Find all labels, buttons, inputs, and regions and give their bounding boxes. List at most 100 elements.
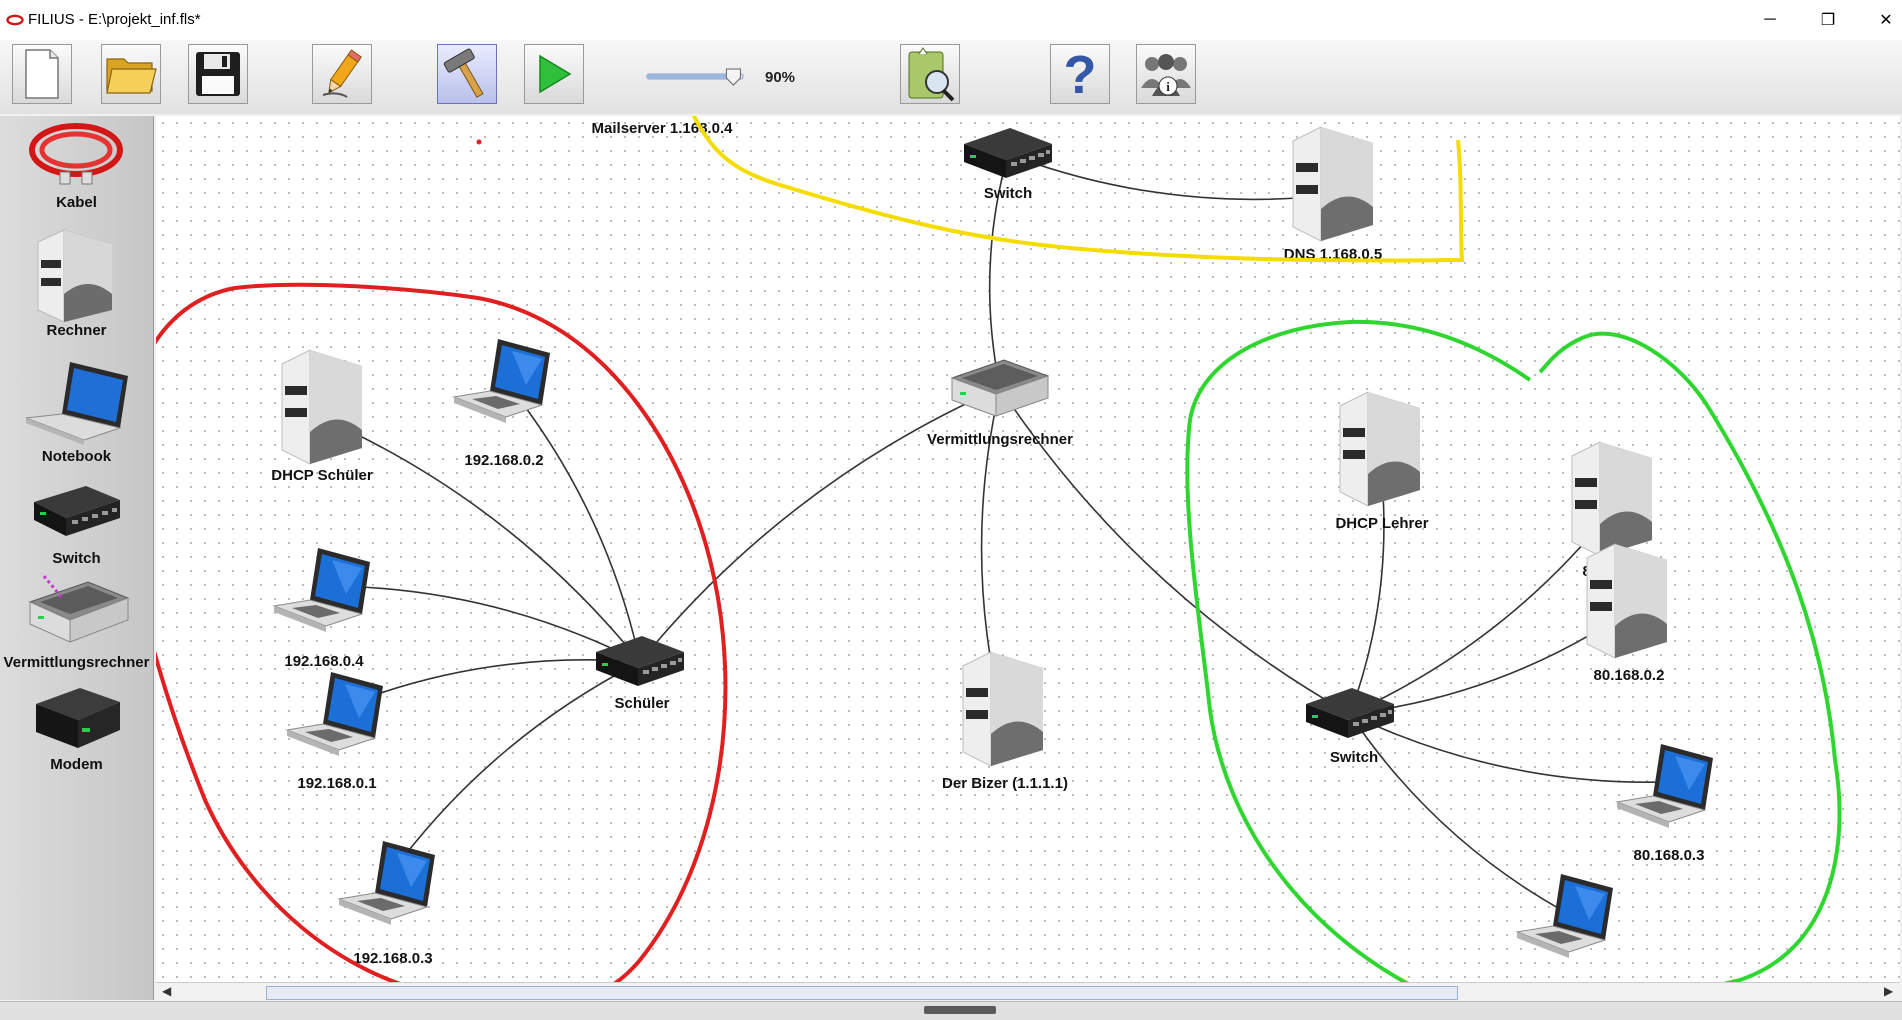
wizard-icon bbox=[908, 47, 955, 102]
palette-item-modem[interactable]: Modem bbox=[0, 678, 153, 778]
device-nb-unlabeled[interactable] bbox=[1516, 873, 1614, 959]
palette-label-vermittlungsrechner: Vermittlungsrechner bbox=[3, 654, 150, 671]
device-dhcp-lehrer[interactable]: DHCP Lehrer bbox=[1335, 391, 1429, 532]
laptop-icon bbox=[453, 338, 551, 424]
device-switch-top[interactable]: Switch bbox=[964, 128, 1052, 202]
cable-switch-schueler-nb-0-1[interactable] bbox=[334, 659, 641, 711]
scroll-right-icon[interactable]: ▶ bbox=[1884, 984, 1894, 998]
restore-button[interactable]: ❐ bbox=[1820, 12, 1836, 29]
zoom-slider[interactable] bbox=[646, 68, 748, 86]
switch-icon bbox=[964, 128, 1052, 178]
construction-mode-button[interactable] bbox=[437, 44, 497, 104]
device-bizer[interactable]: Der Bizer (1.1.1.1) bbox=[942, 651, 1068, 792]
device-label: Switch bbox=[984, 185, 1032, 202]
server-icon bbox=[37, 229, 112, 323]
status-bar bbox=[0, 1001, 1902, 1020]
device-label: Switch bbox=[1330, 749, 1378, 766]
component-palette: Kabel Rechner Notebook Switch bbox=[0, 116, 154, 1000]
red-annotation-circle bbox=[156, 282, 728, 982]
scroll-left-icon[interactable]: ◀ bbox=[162, 984, 172, 998]
device-switch-lehrer[interactable]: Switch bbox=[1306, 688, 1394, 766]
cable-router-switch-schueler[interactable] bbox=[639, 387, 1001, 663]
cable-layer bbox=[321, 153, 1666, 913]
device-nb-0-3[interactable]: 192.168.0.3 bbox=[338, 840, 436, 967]
cable-switch-top-dns[interactable] bbox=[1007, 153, 1334, 201]
device-srv-80-2[interactable]: 80.168.0.2 bbox=[1586, 543, 1668, 684]
blank-page-icon bbox=[25, 49, 59, 99]
device-router[interactable]: Vermittlungsrechner bbox=[927, 359, 1073, 448]
cable-switch-schueler-nb-0-4[interactable] bbox=[321, 585, 641, 663]
palette-item-kabel[interactable]: Kabel bbox=[0, 116, 153, 216]
laptop-icon bbox=[286, 671, 384, 757]
device-label: Der Bizer (1.1.1.1) bbox=[942, 775, 1068, 792]
server-icon bbox=[281, 349, 363, 465]
server-icon bbox=[1586, 543, 1668, 659]
simulation-mode-button[interactable] bbox=[524, 44, 584, 104]
people-info-icon: i bbox=[1141, 54, 1191, 96]
device-label: 80.168.0.2 bbox=[1594, 667, 1665, 684]
palette-item-vermittlungsrechner[interactable]: Vermittlungsrechner bbox=[0, 570, 153, 680]
palette-item-switch[interactable]: Switch bbox=[0, 476, 153, 567]
cable-switch-lehrer-nb-80-3[interactable] bbox=[1349, 713, 1666, 783]
device-dns[interactable]: DNS 1.168.0.5 bbox=[1284, 126, 1382, 263]
new-file-button[interactable] bbox=[12, 44, 72, 104]
device-label: Mailserver 1.168.0.4 bbox=[592, 120, 734, 137]
yellow-annotation-line bbox=[691, 116, 1464, 263]
close-button[interactable]: ✕ bbox=[1879, 12, 1893, 29]
software-wizard-button[interactable] bbox=[900, 44, 960, 104]
palette-item-rechner[interactable]: Rechner bbox=[0, 220, 153, 346]
cable-switch-top-router[interactable] bbox=[988, 153, 1009, 389]
laptop-icon bbox=[1516, 873, 1614, 959]
device-label: 192.168.0.1 bbox=[297, 775, 376, 792]
device-nb-0-2[interactable]: 192.168.0.2 bbox=[453, 338, 551, 469]
device-label: 192.168.0.4 bbox=[284, 653, 364, 670]
info-button[interactable]: i bbox=[1136, 44, 1196, 104]
palette-item-notebook[interactable]: Notebook bbox=[0, 352, 153, 472]
cable-switch-lehrer-srv-80-2[interactable] bbox=[1349, 611, 1628, 715]
play-icon bbox=[539, 54, 572, 94]
split-pane-handle[interactable] bbox=[924, 1006, 996, 1014]
cable-switch-schueler-dhcp-schueler[interactable] bbox=[321, 417, 641, 663]
hammer-icon bbox=[443, 48, 484, 98]
annotation-layer bbox=[156, 116, 1842, 982]
window-title: FILIUS - E:\projekt_inf.fls* bbox=[28, 11, 201, 28]
svg-text:?: ? bbox=[1064, 47, 1097, 101]
help-button[interactable]: ? bbox=[1050, 44, 1110, 104]
filius-logo-icon bbox=[6, 14, 24, 26]
server-icon bbox=[1571, 441, 1653, 557]
cable-switch-lehrer-nb-unlabeled[interactable] bbox=[1349, 713, 1566, 913]
device-nb-80-3[interactable]: 80.168.0.3 bbox=[1616, 743, 1714, 864]
cable-switch-schueler-nb-0-3[interactable] bbox=[386, 661, 641, 880]
palette-label-switch: Switch bbox=[52, 550, 101, 567]
server-icon bbox=[962, 651, 1044, 767]
green-annotation-circle bbox=[1185, 319, 1842, 982]
design-mode-button[interactable] bbox=[312, 44, 372, 104]
scrollbar-thumb[interactable] bbox=[266, 986, 1458, 1000]
folder-icon bbox=[106, 58, 157, 94]
laptop-icon bbox=[338, 840, 436, 926]
minimize-button[interactable]: ─ bbox=[1764, 11, 1776, 28]
device-mailserver[interactable]: Mailserver 1.168.0.4 bbox=[592, 120, 734, 137]
open-file-button[interactable] bbox=[101, 44, 161, 104]
palette-label-rechner: Rechner bbox=[46, 322, 107, 339]
zoom-value: 90% bbox=[765, 69, 796, 86]
switch-icon bbox=[34, 486, 120, 536]
device-label: Schüler bbox=[614, 695, 669, 712]
device-nb-0-4[interactable]: 192.168.0.4 bbox=[273, 547, 371, 670]
device-switch-schueler[interactable]: Schüler bbox=[596, 636, 684, 712]
title-bar: FILIUS - E:\projekt_inf.fls* ─ ❐ ✕ bbox=[0, 0, 1902, 40]
device-label: DHCP Schüler bbox=[271, 467, 373, 484]
device-label: Vermittlungsrechner bbox=[927, 431, 1073, 448]
device-dhcp-schueler[interactable]: DHCP Schüler bbox=[271, 349, 373, 484]
save-file-button[interactable] bbox=[188, 44, 248, 104]
cable-switch-schueler-nb-0-2[interactable] bbox=[501, 376, 641, 663]
question-mark-icon: ? bbox=[1064, 47, 1097, 101]
palette-label-notebook: Notebook bbox=[41, 448, 112, 465]
cable-router-switch-lehrer[interactable] bbox=[999, 387, 1351, 715]
modem-icon bbox=[36, 688, 120, 748]
device-label: 192.168.0.2 bbox=[464, 452, 543, 469]
device-nb-0-1[interactable]: 192.168.0.1 bbox=[286, 671, 384, 792]
horizontal-scrollbar[interactable]: ◀ ▶ bbox=[156, 982, 1900, 1002]
